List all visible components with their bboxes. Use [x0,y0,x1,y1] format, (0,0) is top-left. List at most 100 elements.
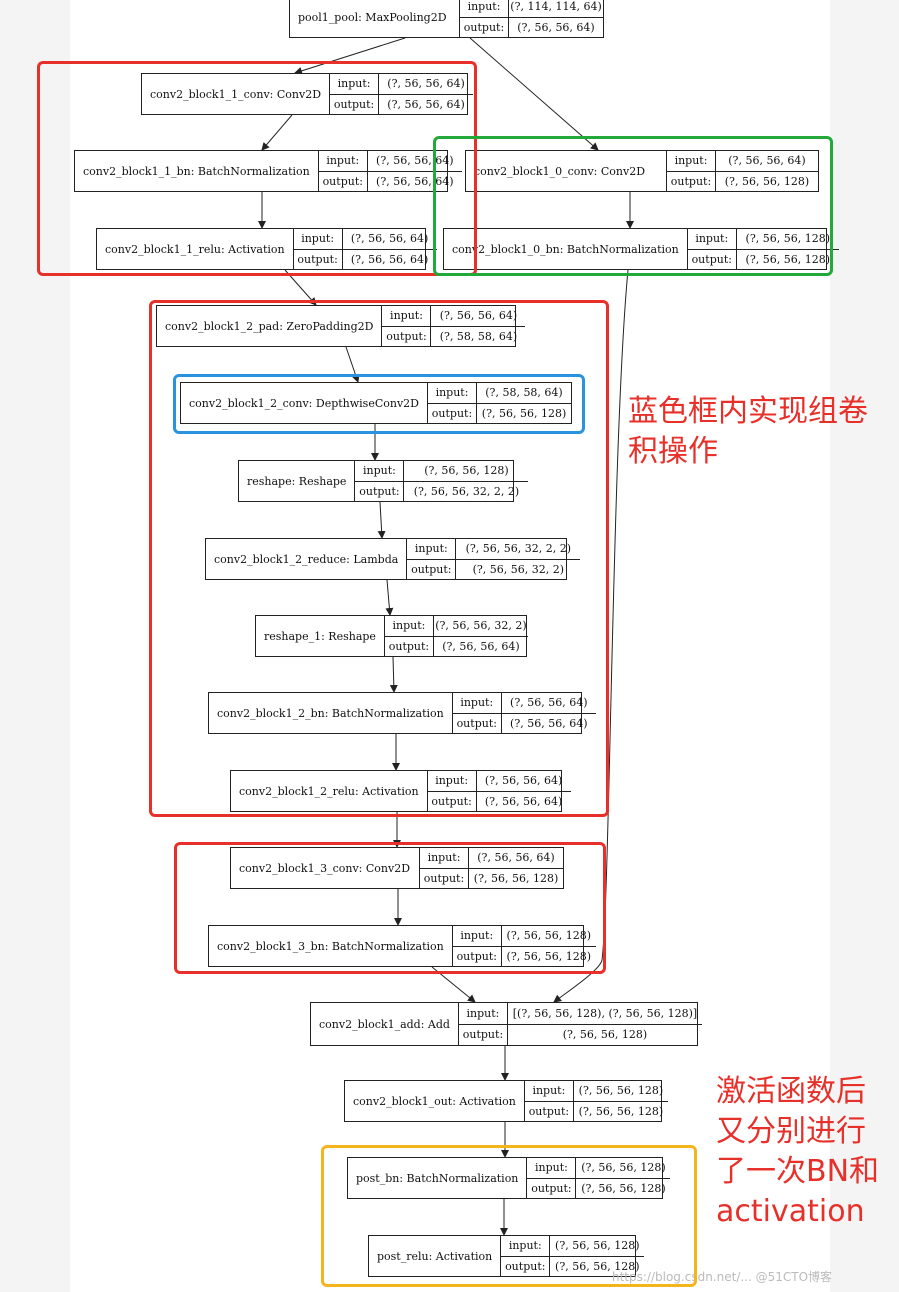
output-label: output: [688,249,737,269]
layer-node[interactable]: conv2_block1_1_conv: Conv2D input: (?, 5… [141,73,474,115]
layer-node[interactable]: conv2_block1_out: Activation input: (?, … [344,1080,668,1122]
input-shape: (?, 56, 56, 64) [350,232,429,246]
layer-name: conv2_block1_0_bn: BatchNormalization [444,229,688,269]
output-shape: (?, 56, 56, 32, 2, 2) [413,484,520,498]
input-shape: (?, 56, 56, 128) [578,1084,664,1098]
output-shape: (?, 56, 56, 128) [481,406,567,420]
output-shape: (?, 56, 56, 64) [387,97,465,111]
input-shape: (?, 56, 56, 64) [387,77,465,91]
frame-block1-1 [37,61,477,276]
io-table: input: (?, 58, 58, 64) output: (?, 56, 5… [428,383,571,423]
input-label: input: [453,693,502,713]
input-shape: (?, 56, 56, 32, 2, 2) [465,542,572,556]
input-label: input: [667,151,716,171]
input-shape: (?, 56, 56, 128) [745,232,830,246]
input-shape: (?, 114, 114, 64) [510,0,602,14]
watermark: https://blog.csdn.net/... @51CTO博客 [612,1270,833,1284]
layer-node[interactable]: conv2_block1_2_relu: Activation input: (… [230,770,571,812]
output-label: output: [382,326,432,346]
input-label: input: [527,1158,577,1178]
io-table: input: (?, 56, 56, 128) output: (?, 56, … [501,1236,645,1276]
layer-node[interactable]: pool1_pool: MaxPooling2D input: (?, 114,… [289,0,604,38]
edge-arrow [261,114,293,151]
layer-node[interactable]: conv2_block1_0_bn: BatchNormalization in… [443,228,839,270]
output-shape: (?, 56, 56, 64) [517,20,595,34]
io-table: input: (?, 56, 56, 32, 2) output: (?, 56… [384,616,528,656]
layer-name: conv2_block1_1_conv: Conv2D [142,74,331,114]
input-shape: (?, 56, 56, 32, 2) [435,619,527,633]
output-label: output: [294,249,343,269]
output-shape: (?, 58, 58, 64) [439,329,518,343]
input-shape: (?, 56, 56, 64) [477,851,555,865]
layer-node[interactable]: conv2_block1_2_bn: BatchNormalization in… [208,692,596,734]
io-table: input: (?, 56, 56, 128) output: (?, 56, … [452,926,596,966]
io-table: input: (?, 56, 56, 32, 2, 2) output: (?,… [407,539,581,579]
layer-node[interactable]: post_bn: BatchNormalization input: (?, 5… [347,1157,671,1199]
input-label: input: [330,74,380,94]
input-shape: (?, 56, 56, 128) [555,1239,640,1253]
output-shape: (?, 56, 56, 128) [745,252,830,266]
input-shape: (?, 56, 56, 128) [581,1161,666,1175]
layer-name: conv2_block1_3_conv: Conv2D [231,848,420,888]
output-shape: (?, 56, 56, 64) [484,794,563,808]
layer-name: post_bn: BatchNormalization [348,1158,528,1198]
layer-name: conv2_block1_2_relu: Activation [231,771,428,811]
layer-name: conv2_block1_1_relu: Activation [97,229,294,269]
edge-arrow [294,37,406,75]
layer-name: conv2_block1_3_bn: BatchNormalization [209,926,453,966]
layer-name: pool1_pool: MaxPooling2D [290,0,460,37]
input-label: input: [319,151,368,171]
layer-node[interactable]: reshape: Reshape input: (?, 56, 56, 128)… [238,460,529,502]
layer-node[interactable]: post_relu: Activation input: (?, 56, 56,… [368,1235,645,1277]
layer-node[interactable]: conv2_block1_1_relu: Activation input: (… [96,228,437,270]
input-label: input: [501,1236,551,1256]
output-shape: (?, 56, 56, 32, 2) [472,562,565,576]
layer-node[interactable]: conv2_block1_3_bn: BatchNormalization in… [208,925,596,967]
output-shape: (?, 56, 56, 128) [724,174,810,188]
edge-arrow [553,269,629,1003]
layer-node[interactable]: conv2_block1_add: Add input: [(?, 56, 56… [310,1002,702,1046]
layer-name: conv2_block1_2_pad: ZeroPadding2D [157,306,383,346]
output-label: output: [460,17,509,37]
io-table: input: (?, 56, 56, 64) output: (?, 58, 5… [382,306,526,346]
io-table: input: (?, 56, 56, 64) output: (?, 56, 5… [330,74,474,114]
output-label: output: [330,94,380,114]
layer-node[interactable]: reshape_1: Reshape input: (?, 56, 56, 32… [255,615,528,657]
frame-block1-2 [149,300,609,817]
input-shape: [(?, 56, 56, 128), (?, 56, 56, 128)] [512,1006,698,1020]
output-label: output: [319,171,368,191]
frame-post [321,1145,697,1287]
io-table: input: (?, 56, 56, 128) output: (?, 56, … [687,229,839,269]
layer-name: conv2_block1_2_reduce: Lambda [206,539,408,579]
layer-name: reshape: Reshape [239,461,356,501]
input-shape: (?, 56, 56, 64) [484,774,563,788]
layer-name: conv2_block1_out: Activation [345,1081,525,1121]
layer-node[interactable]: conv2_block1_0_conv: Conv2D input: (?, 5… [465,150,819,192]
layer-node[interactable]: conv2_block1_1_bn: BatchNormalization in… [74,150,462,192]
io-table: input: (?, 114, 114, 64) output: (?, 56,… [460,0,603,37]
input-label: input: [453,926,502,946]
edge-arrow [389,656,398,693]
input-shape: (?, 56, 56, 128) [506,929,591,943]
output-label: output: [667,171,716,191]
input-label: input: [385,616,434,636]
edge-arrow [385,579,394,616]
layer-node[interactable]: conv2_block1_3_conv: Conv2D input: (?, 5… [230,847,564,889]
layer-name: conv2_block1_1_bn: BatchNormalization [75,151,319,191]
output-label: output: [525,1101,574,1121]
io-table: input: (?, 56, 56, 64) output: (?, 56, 5… [452,693,596,733]
input-shape: (?, 56, 56, 64) [728,154,806,168]
layer-name: reshape_1: Reshape [256,616,385,656]
layer-name: conv2_block1_2_bn: BatchNormalization [209,693,453,733]
input-label: input: [428,771,477,791]
io-table: input: [(?, 56, 56, 128), (?, 56, 56, 12… [458,1003,702,1045]
output-label: output: [355,481,405,501]
output-label: output: [459,1024,508,1045]
layer-node[interactable]: conv2_block1_2_pad: ZeroPadding2D input:… [156,305,526,347]
io-table: input: (?, 56, 56, 64) output: (?, 56, 5… [293,229,437,269]
layer-node[interactable]: conv2_block1_2_reduce: Lambda input: (?,… [205,538,581,580]
layer-node[interactable]: conv2_block1_2_conv: DepthwiseConv2D inp… [180,382,572,424]
input-shape: (?, 58, 58, 64) [485,386,563,400]
output-label: output: [407,559,457,579]
